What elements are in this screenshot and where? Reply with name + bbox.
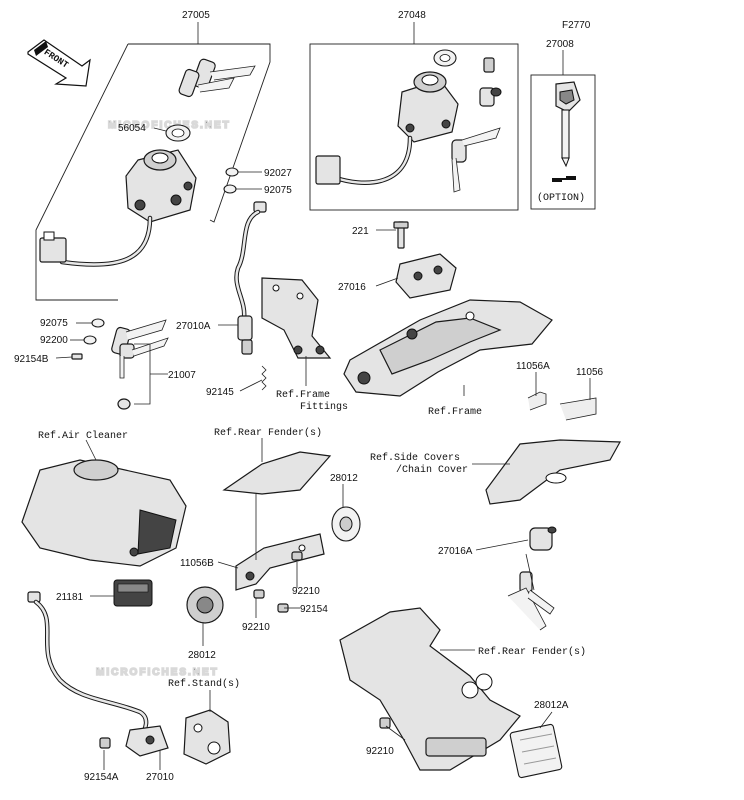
reflector-28012A [509,723,563,779]
label-27010: 27010 [146,772,174,783]
side-cover [485,439,622,505]
leader-lines [55,127,591,770]
label-92154B: 92154B [14,354,49,365]
label-92075-upper: 92075 [264,185,292,196]
label-92210-lower: 92210 [366,746,394,757]
label-ref-air-cleaner: Ref.Air Cleaner [38,430,128,442]
nut-92210-mid [291,551,303,561]
label-11056: 11056 [576,367,604,378]
switch-27010 [27,591,169,757]
nut-92210-left [253,589,265,599]
damper-28012-lower [186,586,224,624]
watermark-top: MICROFICHES.NET [108,120,231,131]
label-ref-stands: Ref.Stand(s) [168,678,240,690]
label-21007: 21007 [168,370,196,381]
label-27005: 27005 [182,10,210,21]
relay-21181 [113,579,153,607]
bracket-11056A [527,391,547,411]
watermark-bottom: MICROFICHES.NET [96,667,219,678]
frame-rear-section [343,299,553,397]
wire-harness-27005 [39,215,153,267]
label-ref-frame-fittings-line1: Ref.Frame [276,389,330,401]
bracket-11056 [559,397,597,421]
label-11056A: 11056A [516,361,550,372]
label-ref-side-covers-line2: /Chain Cover [396,464,468,476]
label-ref-rear-fender-lower: Ref.Rear Fender(s) [478,646,586,658]
label-92154: 92154 [300,604,328,615]
rear-fender-upper [222,451,332,495]
ignition-switch-27048 [315,49,502,193]
seat-lock-27016A [507,526,557,631]
label-56054: 56054 [118,123,146,134]
switch-27010A [234,201,267,391]
air-cleaner-housing [21,459,187,567]
label-21181: 21181 [56,592,84,603]
label-ref-frame-fittings-line2: Fittings [300,401,348,413]
frame-fittings-bracket [261,277,332,359]
label-92154A: 92154A [84,772,119,783]
lock-set-21007 [71,318,169,410]
label-11056B: 11056B [180,558,214,569]
washer-92075-upper [223,184,237,194]
bracket-27005 [35,22,271,301]
label-92210-mid: 92210 [292,586,320,597]
label-28012-lower: 28012 [188,650,216,661]
label-ref-side-covers-line1: Ref.Side Covers [370,452,460,464]
washer-92027 [225,167,239,177]
bracket-27016 [393,221,457,299]
rear-fender-lower [339,607,521,771]
label-F2770: F2770 [562,20,591,31]
label-28012-upper: 28012 [330,473,358,484]
damper-28012-upper [331,506,361,542]
label-27016: 27016 [338,282,366,293]
bracket-11056B [235,533,325,591]
label-221: 221 [352,226,369,237]
label-92027: 92027 [264,168,292,179]
label-27010A: 27010A [176,321,211,332]
label-ref-frame: Ref.Frame [428,406,482,418]
label-92210-left: 92210 [242,622,270,633]
label-27008: 27008 [546,39,574,50]
label-27016A: 27016A [438,546,473,557]
label-ref-rear-fender-upper: Ref.Rear Fender(s) [214,427,322,439]
label-92200: 92200 [40,335,68,346]
nut-92210-lower [379,717,391,729]
label-option: (OPTION) [537,192,585,204]
ignition-key-27005 [178,58,256,98]
label-27048: 27048 [398,10,426,21]
label-92145: 92145 [206,387,234,398]
part-labels: 27005 27048 F2770 27008 (OPTION) 56054 9… [14,10,604,783]
key-blank-27008 [552,81,581,182]
front-arrow-icon: FRONT [27,39,91,87]
label-28012A: 28012A [534,700,569,711]
stand-bracket [183,709,231,765]
ignition-switch-27005 [125,149,197,223]
label-92075-lower: 92075 [40,318,68,329]
